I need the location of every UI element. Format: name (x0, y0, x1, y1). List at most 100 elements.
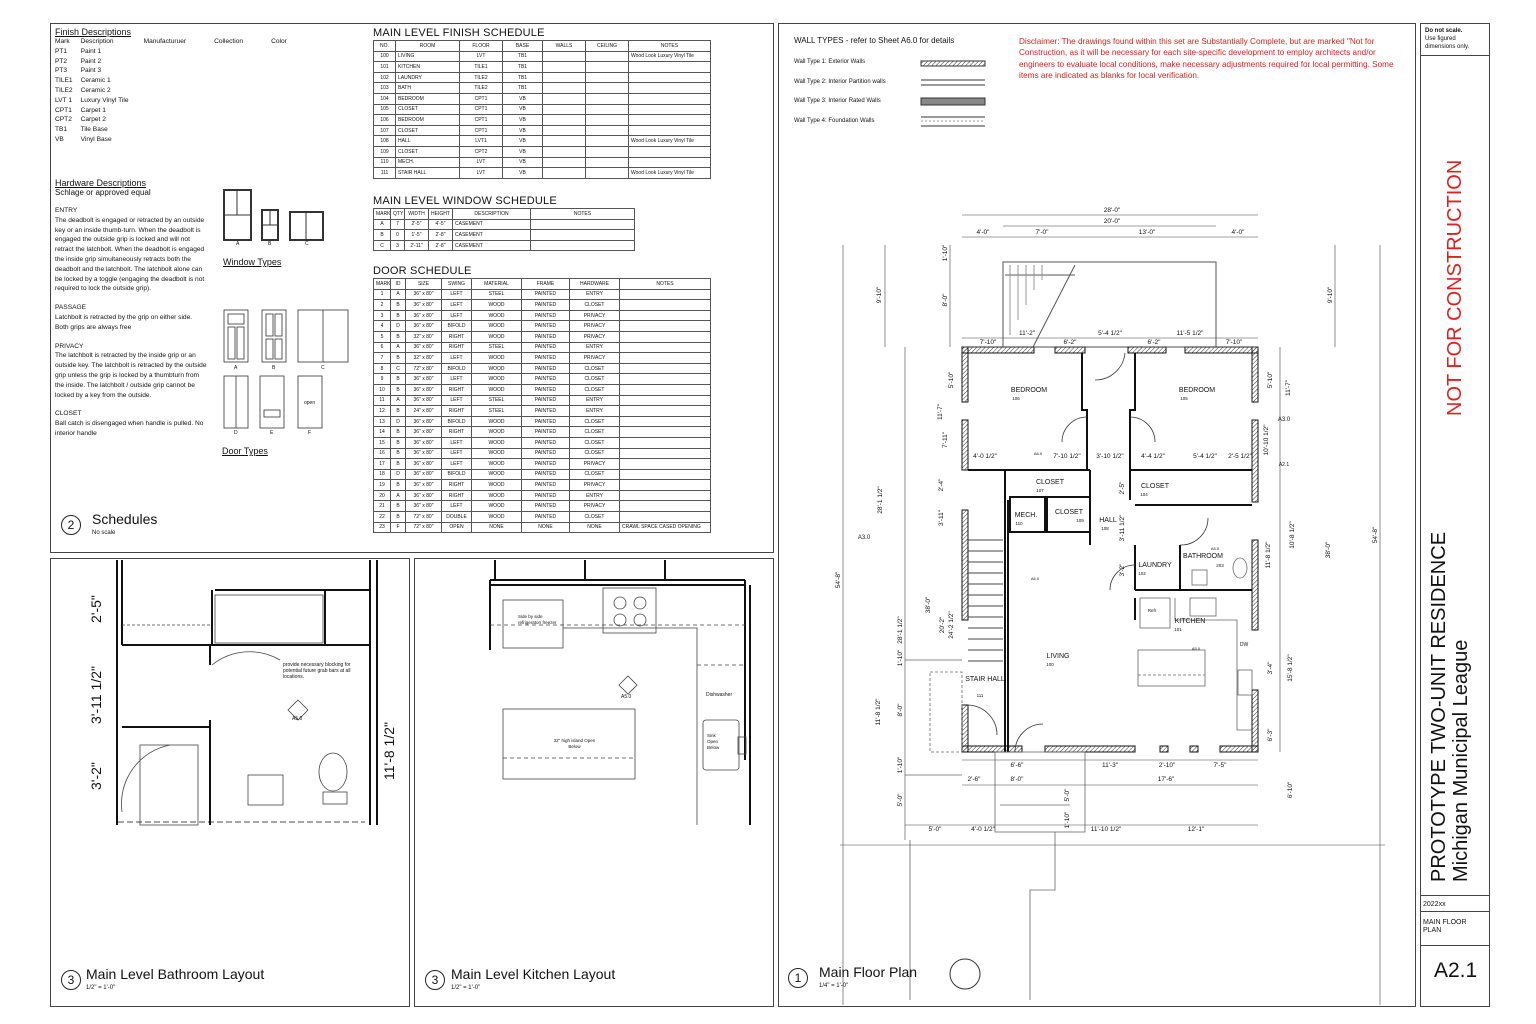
dimension-label: 10'-10 1/2" (1263, 424, 1270, 456)
grab-bar-note: provide necessary blocking for potential… (283, 662, 351, 680)
sink-label: Sink Open Below (707, 733, 720, 750)
door-type-label: E (270, 430, 274, 436)
room-number: 102 (1138, 571, 1146, 576)
project-title: PROTOTYPE TWO-UNIT RESIDENCE Michigan Mu… (1428, 532, 1472, 882)
dimension-label: 5'-0" (1064, 788, 1071, 802)
column-header: Manufacturuer (143, 38, 187, 45)
table-cell (619, 405, 711, 417)
dimension-label: 11'-10 1/2" (1091, 826, 1122, 833)
window-type-elevations (223, 189, 324, 241)
dimension-label: 20'-0" (1104, 218, 1121, 225)
dimension-label: 6'-10" (1287, 781, 1294, 798)
dimension-label: 9'-10" (1327, 286, 1334, 303)
finish-descriptions-title: Finish Descriptions (55, 27, 132, 37)
project-name: PROTOTYPE TWO-UNIT RESIDENCE (1428, 531, 1450, 882)
dishwasher-label: Dishwasher (706, 692, 733, 698)
table-cell (619, 415, 711, 428)
finish-description: Ceramic 1 (80, 77, 111, 85)
window-type-label: A (236, 241, 240, 247)
door-type-label: B (272, 365, 276, 371)
finish-mark: PT3 (55, 67, 68, 75)
sheet-number: A2.1 (1434, 959, 1478, 982)
hardware-text: Latchbolt is retracted by the grip on ei… (55, 313, 193, 331)
room-number: 109 (1076, 518, 1084, 523)
room-number: 105 (1180, 396, 1188, 401)
room-name: LIVING (1047, 653, 1070, 660)
dimension-label: 4'-0" (977, 229, 991, 236)
column-header: Mark (55, 38, 70, 45)
table-cell (619, 383, 711, 396)
wall-types-title: WALL TYPES - refer to Sheet A6.0 for det… (794, 36, 955, 45)
dimension-label: 54'-8" (1372, 526, 1379, 543)
dimension-label: 7'-0" (1036, 229, 1050, 236)
dimension-label: 5'-4 1/2" (1098, 330, 1122, 337)
detail-reference: A6.0 (1031, 576, 1040, 581)
finish-description: Vinyl Base (80, 135, 112, 143)
view-scale: 1/4" = 1'-0" (819, 983, 849, 989)
section-reference: A3.0 (858, 535, 871, 541)
door-schedule-title: DOOR SCHEDULE (373, 265, 472, 277)
hardware-text: Ball catch is disengaged when handle is … (55, 420, 204, 437)
dimension-label: 11'-8 1/2" (875, 698, 882, 726)
wall-type-item: Wall Type 1: Exterior Walls (794, 59, 866, 65)
not-for-construction-stamp: NOT FOR CONSTRUCTION (1444, 159, 1466, 416)
window-type-label: B (268, 241, 272, 247)
dimension-label: 5'-10" (1267, 371, 1274, 388)
dimension-label: 17'-6" (1158, 776, 1175, 783)
finish-description: Carpet 2 (80, 116, 106, 124)
finish-mark: CPT2 (55, 116, 72, 124)
finish-mark: PT2 (55, 57, 68, 65)
dimension-label: 6'-2" (1064, 339, 1078, 346)
bathroom-layout-panel (50, 558, 410, 1007)
dimension-label: 11'-8 1/2" (1265, 541, 1272, 569)
dimension-label: 2'-10" (1159, 762, 1176, 769)
dimension-label: 13'-0" (1139, 229, 1156, 236)
dimension-label: 1'-10" (942, 244, 949, 261)
dimension-label: 3'-11" (938, 509, 945, 526)
dimension-label: 7'-5" (1214, 762, 1228, 769)
dimension-label: 6'-3" (1267, 728, 1274, 742)
room-name: BATHROOM (1183, 553, 1223, 560)
room-number: 110 (1015, 521, 1023, 526)
divider (1420, 895, 1490, 896)
detail-reference: A5.0 (292, 716, 303, 722)
dimension-label: 2'-4" (938, 478, 945, 492)
table-cell: Wood Look Luxury Vinyl Tile (628, 167, 711, 179)
table-cell (619, 500, 711, 513)
wall-type-swatches (920, 60, 986, 127)
dimension-label: 8'-0" (897, 703, 904, 717)
column-header: Collection (214, 38, 244, 45)
dimension-label: 5'-0" (897, 793, 904, 807)
dimension-label: 7'-10 1/2" (1053, 453, 1081, 460)
kitchen-layout-drawing (489, 560, 751, 825)
scale-note: Do not scale. Use figured dimensions onl… (1425, 27, 1487, 51)
room-number: 203 (1216, 563, 1224, 568)
bathroom-layout-drawing (116, 560, 378, 826)
window-type-label: C (305, 241, 309, 247)
dimension-label: 1'-10" (897, 649, 904, 666)
dimension-label: 11'-5 1/2" (1177, 330, 1205, 337)
view-number: 2 (61, 515, 81, 535)
room-number: 104 (1140, 492, 1148, 497)
view-number: 3 (61, 970, 81, 990)
dimension-label: 2'-6" (968, 776, 982, 783)
table-cell (619, 373, 711, 385)
